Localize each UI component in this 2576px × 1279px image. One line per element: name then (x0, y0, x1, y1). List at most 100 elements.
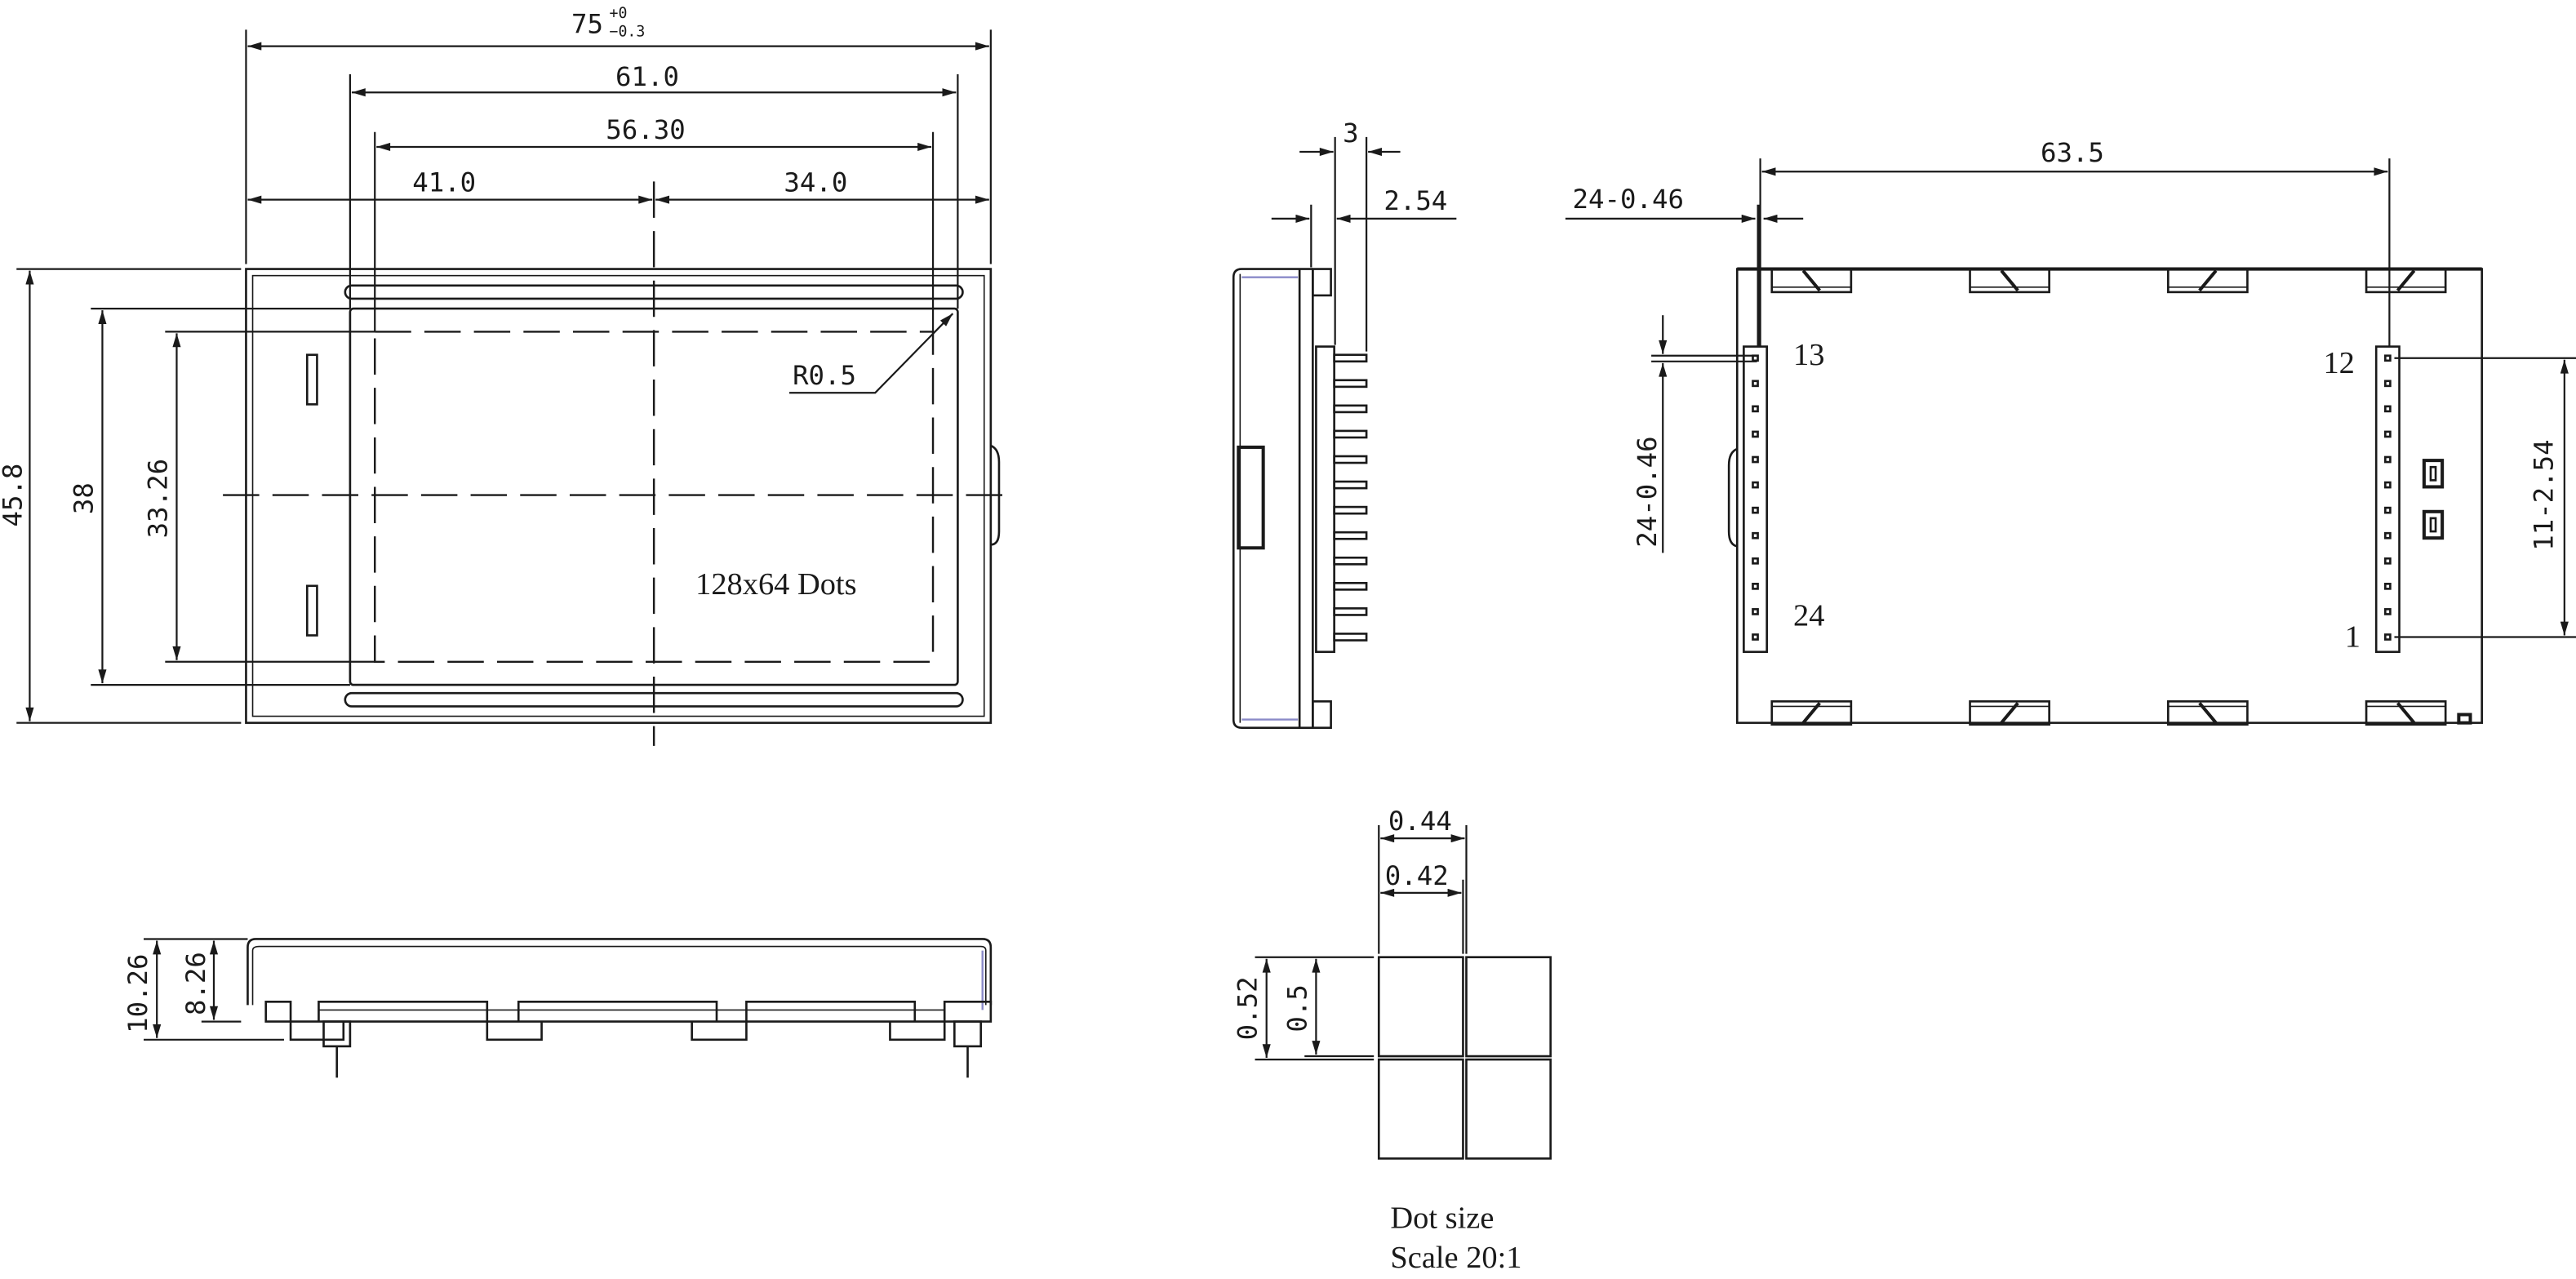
component-1 (2422, 459, 2445, 489)
corner-marker (2457, 713, 2472, 725)
pin-header-right (2374, 345, 2401, 653)
dim-pitch: 2.54 (1383, 185, 1447, 216)
pin-hole-right (2384, 455, 2392, 464)
pin-hole-right (2384, 481, 2392, 489)
pin-hole-right (2384, 582, 2392, 590)
pin-hole-left (1752, 582, 1759, 590)
pin-label-24: 24 (1793, 598, 1824, 633)
bezel-clips (1770, 268, 2447, 726)
bezel-clip-tab (2000, 702, 2019, 724)
side-pin (1333, 379, 1368, 389)
bottom-body-top (246, 938, 993, 1006)
led-tab-bottom (305, 584, 318, 637)
resolution-label: 128x64 Dots (695, 567, 856, 602)
pin-hole-left (1752, 481, 1759, 489)
pin-hole-left (1752, 633, 1759, 641)
bottom-base-rail (264, 1001, 993, 1041)
pcb-left-bump (1727, 447, 1738, 548)
bezel-clip-tab (2198, 702, 2218, 724)
pin-hole-left (1752, 531, 1759, 540)
bottom-pin-block-left (322, 1020, 352, 1048)
dim-pin-span: 63.5 (2041, 137, 2104, 168)
side-bump (990, 444, 1001, 546)
pin-hole-right (2384, 405, 2392, 413)
corner-radius-label: R0.5 (793, 360, 856, 391)
bezel-clip-tab (2000, 269, 2019, 292)
dot-pitch-x: 0.44 (1388, 806, 1452, 837)
pin-hole-right (2384, 380, 2392, 388)
pcb-outline (1735, 268, 2483, 724)
bezel-clip (1969, 268, 2050, 294)
tolerance-lower: −0.3 (610, 23, 646, 40)
dim-pin-length: 3 (1343, 118, 1358, 149)
side-connector (1237, 445, 1265, 550)
side-pin (1333, 607, 1368, 616)
side-pin (1333, 531, 1368, 540)
side-pin (1333, 556, 1368, 566)
dim-overall-width: 75 (571, 8, 603, 39)
dot (1377, 1058, 1464, 1160)
bezel-clip (1969, 700, 2050, 726)
pin-hole-right (2384, 531, 2392, 540)
dot-pitch-y: 0.52 (1232, 976, 1264, 1040)
bezel-clip-tab (2396, 269, 2416, 292)
bottom-pin-block-right (953, 1020, 983, 1048)
side-pin (1333, 429, 1368, 439)
side-pin (1333, 505, 1368, 515)
scale-caption: Scale 20:1 (1390, 1241, 1521, 1275)
dot-height: 0.5 (1281, 984, 1312, 1032)
pin-hole-right (2384, 506, 2392, 514)
pin-header-left (1743, 345, 1769, 653)
dim-total-thickness: 10.26 (122, 954, 153, 1033)
pin-hole-left (1752, 430, 1759, 438)
dot-width: 0.42 (1385, 860, 1449, 891)
pin-hole-right (2384, 608, 2392, 615)
pin-label-13: 13 (1793, 338, 1824, 372)
pin-hole-right (2384, 430, 2392, 438)
pin-hole-left (1752, 557, 1759, 565)
bezel-clip-tab (2198, 269, 2218, 292)
pin-hole-right (2384, 557, 2392, 565)
side-pin (1333, 633, 1368, 642)
dim-height: 45.8 (0, 464, 28, 527)
dot-detail: 0.44 0.42 0.52 0.5 Dot size Scale 20:1 (1232, 806, 1552, 1275)
pin-hole-left (1752, 455, 1759, 464)
dim-pin-diameter: 24-0.46 (1573, 184, 1684, 215)
tolerance-upper: +0 (610, 5, 628, 22)
pin-hole-left (1752, 506, 1759, 514)
dot (1465, 956, 1552, 1058)
bezel-clip (1770, 268, 1853, 294)
dim-pin-pitch: 11-2.54 (2529, 439, 2560, 550)
side-view: 3 2.54 (1232, 118, 1457, 729)
back-view: 13 24 12 1 63.5 24-0.46 24-0.46 11-2.54 (1565, 137, 2576, 726)
side-pin (1333, 480, 1368, 490)
side-body (1232, 268, 1313, 729)
side-tab-bottom (1312, 700, 1332, 729)
pin-hole-right (2384, 633, 2392, 641)
bezel-clip-tab (2396, 702, 2416, 724)
side-pins (1333, 353, 1368, 642)
side-pin (1333, 404, 1368, 414)
bezel-clip (2365, 268, 2447, 294)
bezel-clip (2166, 268, 2249, 294)
side-pin (1333, 353, 1368, 363)
dot-size-caption: Dot size (1390, 1201, 1494, 1235)
front-view: 75 +0 −0.3 61.0 56.30 41.0 34.0 45.8 38 … (0, 5, 1011, 746)
dim-viewing-height: 38 (68, 482, 99, 514)
back-pins (1752, 354, 2392, 641)
bottom-body-inner (251, 945, 987, 1006)
dim-right: 34.0 (784, 167, 847, 198)
side-pin (1333, 581, 1368, 591)
dot (1377, 956, 1464, 1058)
component-2 (2422, 509, 2445, 540)
side-tab-top (1312, 268, 1332, 297)
dim-left: 41.0 (412, 167, 476, 198)
dim-active-width: 56.30 (606, 114, 685, 145)
bezel-clip-tab (1801, 269, 1821, 292)
dim-viewing-width: 61.0 (615, 61, 679, 92)
dim-active-height: 33.26 (142, 459, 173, 538)
pin-header-side (1315, 345, 1335, 653)
component-1-inner (2429, 465, 2437, 482)
pin-hole-left (1752, 608, 1759, 615)
